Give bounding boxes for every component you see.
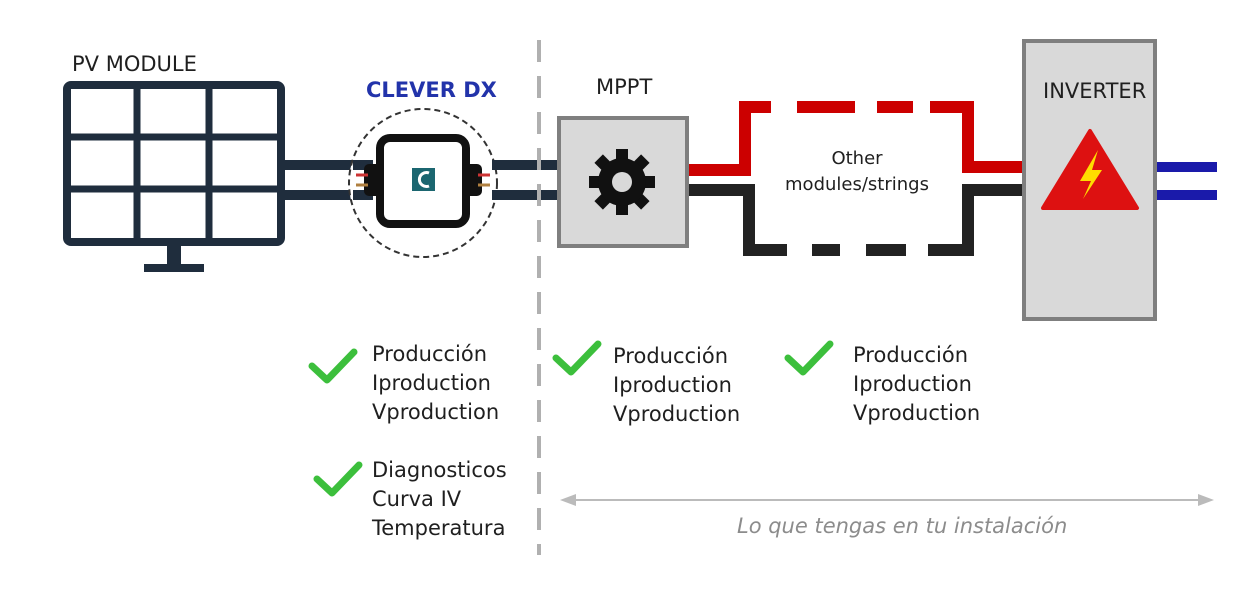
mppt-metrics: Producción Iproduction Vproduction [613, 342, 740, 429]
metric-iv-curve: Curva IV [372, 487, 462, 511]
other-metrics: Producción Iproduction Vproduction [853, 341, 980, 428]
metric-vproduction: Vproduction [613, 402, 741, 426]
metric-production: Producción [613, 344, 729, 368]
clever-dx-device-icon [348, 108, 498, 258]
clever-metrics: Producción Iproduction Vproduction [372, 340, 499, 427]
clever-output-wires [492, 160, 558, 200]
metric-vproduction: Vproduction [853, 401, 981, 425]
checkmark-icon [308, 348, 358, 384]
other-modules-label: Other modules/strings [785, 148, 929, 195]
pv-output-wires [283, 160, 353, 200]
clever-extra-metrics: Diagnosticos Curva IV Temperatura [372, 456, 507, 543]
positive-wire [689, 101, 1024, 176]
solar-panel-icon [63, 81, 285, 272]
checkmark-icon [784, 340, 834, 376]
metric-iproduction: Iproduction [372, 371, 491, 395]
metric-iproduction: Iproduction [613, 373, 732, 397]
ac-output-wires [1157, 162, 1217, 200]
metric-vproduction: Vproduction [372, 400, 500, 424]
metric-iproduction: Iproduction [853, 372, 972, 396]
installation-span-arrow [560, 494, 1214, 506]
mppt-label: MPPT [596, 75, 653, 99]
clever-dx-label: CLEVER DX [366, 78, 497, 102]
negative-wire [689, 184, 1024, 256]
metric-production: Producción [853, 343, 969, 367]
gear-icon [589, 149, 655, 215]
inverter-label: INVERTER [1043, 79, 1147, 103]
metric-diagnostics: Diagnosticos [372, 458, 507, 482]
metric-temperature: Temperatura [372, 516, 506, 540]
pv-module-label: PV MODULE [72, 52, 197, 76]
metric-production: Producción [372, 342, 488, 366]
checkmark-icon [552, 340, 602, 376]
installation-note: Lo que tengas en tu instalación [737, 514, 1068, 538]
high-voltage-icon [1041, 129, 1139, 210]
checkmark-icon [313, 461, 363, 497]
